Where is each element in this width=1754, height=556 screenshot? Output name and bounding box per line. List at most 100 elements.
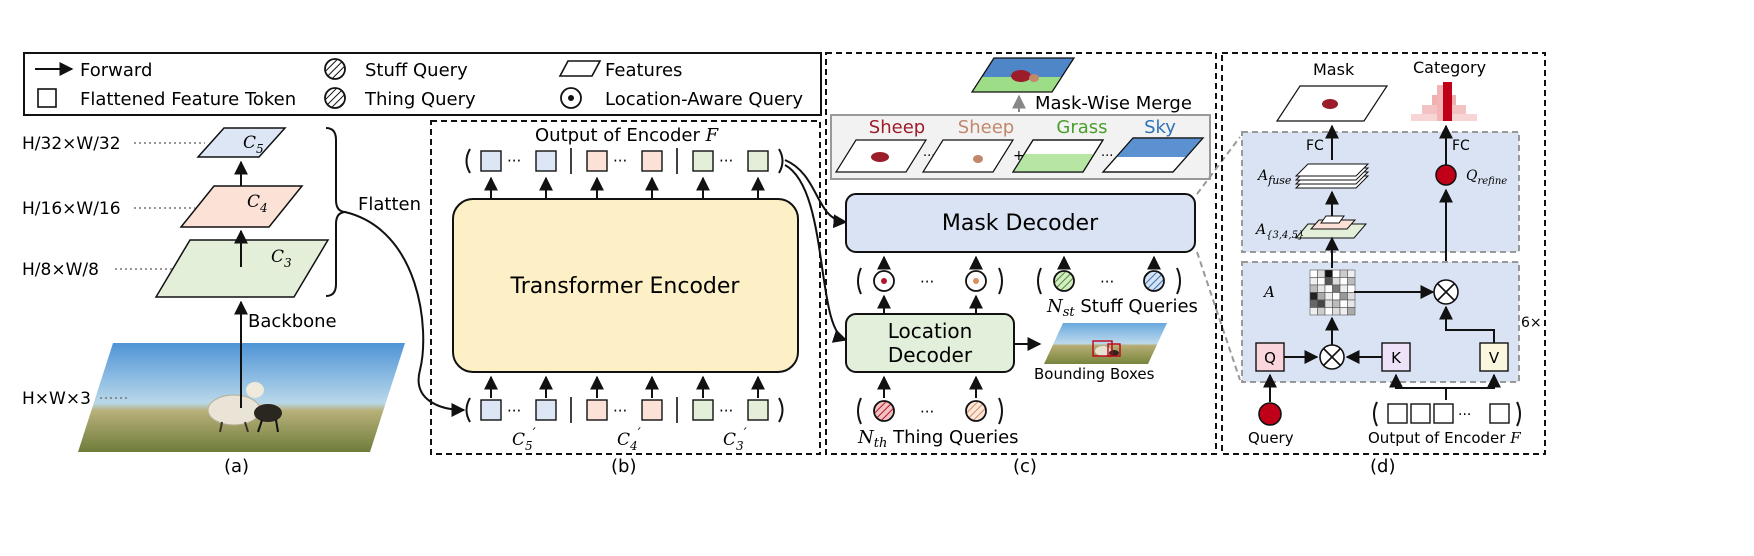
panel-b-border xyxy=(430,120,821,455)
caption-a: (a) xyxy=(224,456,249,477)
svg-text:···: ··· xyxy=(1101,149,1113,164)
encoder-output-tokens: ··· ··· ··· xyxy=(465,148,784,174)
c5-label: C xyxy=(243,133,256,153)
legend-flattened-token: Flattened Feature Token xyxy=(80,89,296,110)
panel-d-encoder-tokens: ··· xyxy=(1373,401,1521,427)
query-input-label: Query xyxy=(1248,429,1294,447)
mask-label-sky: Sky xyxy=(1144,117,1176,138)
a-fuse-stack xyxy=(1294,163,1370,189)
multiply-icon-right xyxy=(1433,279,1459,305)
c5-prime-label: C5′ xyxy=(512,426,537,453)
svg-text:···: ··· xyxy=(507,402,521,420)
thing-queries-label: Nth Thing Queries xyxy=(857,427,1019,451)
mask-card-grass xyxy=(1011,139,1105,173)
svg-text:···: ··· xyxy=(719,402,733,420)
res-input-label: H×W×3 xyxy=(22,389,91,409)
svg-text:···: ··· xyxy=(920,403,934,421)
encoder-output-label: Output of Encoder xyxy=(535,125,706,146)
mask-label-grass: Grass xyxy=(1056,117,1107,138)
svg-text:+: + xyxy=(1013,148,1025,164)
res-c4-label: H/16×W/16 xyxy=(22,199,121,219)
panel-c-border xyxy=(825,52,1217,455)
features-parallelogram-icon xyxy=(558,60,602,77)
panel-c: Mask-Wise Merge Sheep Sheep Grass Sky ··… xyxy=(825,52,1217,477)
v-label: V xyxy=(1489,349,1500,367)
fc-left-label: FC xyxy=(1306,138,1324,154)
svg-text:C3: C3 xyxy=(271,247,292,270)
flatten-brace xyxy=(325,127,347,297)
mask-card-sky xyxy=(1101,137,1205,173)
svg-text:···: ··· xyxy=(613,402,627,420)
mask-label-sheep-2: Sheep xyxy=(958,117,1014,138)
legend-thing-query: Thing Query xyxy=(364,89,476,110)
query-input-icon xyxy=(1258,402,1282,426)
category-histogram xyxy=(1411,82,1477,121)
c3-prime-label: C3′ xyxy=(723,426,748,453)
feature-map-c5 xyxy=(196,127,287,158)
svg-text:···: ··· xyxy=(507,152,521,170)
location-aware-queries: ··· xyxy=(857,267,1003,295)
c4-label: C xyxy=(247,192,260,212)
k-label: K xyxy=(1391,349,1402,367)
svg-text:Output of Encoder F: Output of Encoder F xyxy=(535,125,720,146)
repeat-label: 6× xyxy=(1521,315,1542,331)
bounding-boxes-label: Bounding Boxes xyxy=(1034,365,1155,383)
q-box xyxy=(1255,342,1285,372)
c3-label: C xyxy=(271,247,284,267)
prediction-head-box xyxy=(1241,131,1520,253)
caption-b: (b) xyxy=(611,456,636,477)
svg-text:···: ··· xyxy=(920,273,934,291)
panel-d: Mask Category FC FC Afuse xyxy=(1221,52,1546,477)
svg-text:···: ··· xyxy=(613,152,627,170)
mask-card-sheep-2 xyxy=(921,139,1015,173)
mask-decoder-block xyxy=(845,193,1196,253)
svg-text:···: ··· xyxy=(1458,407,1471,423)
a-fuse-label: Afuse xyxy=(1256,168,1292,187)
stuff-query-icon xyxy=(324,58,346,80)
res-c5-label: H/32×W/32 xyxy=(22,134,121,154)
stuff-queries-label: Nst Stuff Queries xyxy=(1046,296,1198,320)
legend-features: Features xyxy=(605,60,682,81)
mask-output-label: Mask xyxy=(1313,60,1355,79)
thing-queries: ··· xyxy=(857,397,1003,425)
feature-map-c3 xyxy=(154,239,330,298)
svg-text:C4: C4 xyxy=(247,192,268,215)
attention-a-label: A xyxy=(1262,283,1275,301)
bounding-boxes-image xyxy=(1044,323,1167,364)
svg-text:···: ··· xyxy=(719,152,733,170)
transformer-encoder-label: Transformer Encoder xyxy=(510,274,741,299)
flattened-input-tokens: ··· ··· ··· xyxy=(465,397,784,423)
a-multiscale-pyramid xyxy=(1294,215,1368,239)
mask-wise-merge-label: Mask-Wise Merge xyxy=(1035,93,1192,114)
a-multiscale-label: A{3,4,5} xyxy=(1254,222,1304,241)
q-refine-icon xyxy=(1435,164,1457,186)
legend-forward: Forward xyxy=(80,60,152,81)
feature-map-c4 xyxy=(179,185,304,228)
svg-text:C5: C5 xyxy=(243,133,264,156)
panel-a: Backbone C3 C4 C5 H/32×W/32 H/16×W/16 H/… xyxy=(22,127,466,477)
legend-stuff-query: Stuff Query xyxy=(365,60,468,81)
thing-query-icon xyxy=(324,87,346,109)
mask-decoder-label: Mask Decoder xyxy=(942,211,1099,236)
flatten-label: Flatten xyxy=(358,194,421,215)
transformer-encoder-block xyxy=(452,198,799,373)
category-output-label: Category xyxy=(1413,58,1486,77)
svg-text:···: ··· xyxy=(1100,273,1114,291)
backbone-label: Backbone xyxy=(248,311,337,332)
merged-panoptic-output xyxy=(970,57,1076,93)
multiply-icon-left xyxy=(1319,344,1345,370)
mask-label-sheep-1: Sheep xyxy=(869,117,925,138)
attention-block-box xyxy=(1241,261,1520,383)
q-refine-label: Qrefine xyxy=(1466,168,1507,187)
token-square-icon xyxy=(37,88,57,108)
res-c3-label: H/8×W/8 xyxy=(22,260,99,280)
stuff-queries: ··· xyxy=(1037,267,1181,295)
legend-location-aware-query: Location-Aware Query xyxy=(605,89,803,110)
c4-prime-label: C4′ xyxy=(617,426,642,453)
attention-matrix xyxy=(1309,269,1356,316)
caption-c: (c) xyxy=(1013,456,1037,477)
q-label: Q xyxy=(1264,349,1276,367)
location-decoder-label-1: Location xyxy=(888,319,973,343)
panel-d-border xyxy=(1221,52,1546,455)
